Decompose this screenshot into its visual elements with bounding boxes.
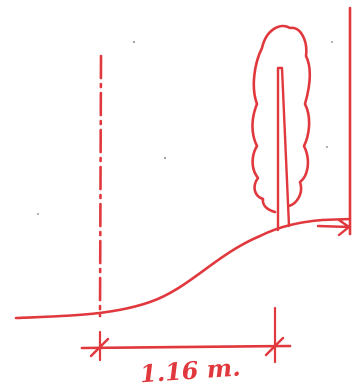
tree-crown xyxy=(251,24,312,214)
ground-slope-line xyxy=(14,217,352,320)
speck xyxy=(163,156,167,160)
tree-trunk xyxy=(276,66,291,232)
tree-icon xyxy=(251,24,312,232)
speck xyxy=(37,213,39,215)
dimension-line-group: 1.16 m. xyxy=(80,306,292,385)
speck xyxy=(326,146,328,148)
height-reference xyxy=(316,6,352,237)
slash-tick-mark xyxy=(89,337,110,358)
arrow-right-icon xyxy=(316,218,351,237)
dimension-line xyxy=(80,344,292,350)
speck xyxy=(331,41,333,43)
slash-tick-mark xyxy=(264,336,285,357)
dash-dot-axis-line xyxy=(98,54,103,318)
paper-specks xyxy=(37,40,333,215)
speck xyxy=(132,40,136,44)
dimension-label: 1.16 m. xyxy=(139,352,241,385)
